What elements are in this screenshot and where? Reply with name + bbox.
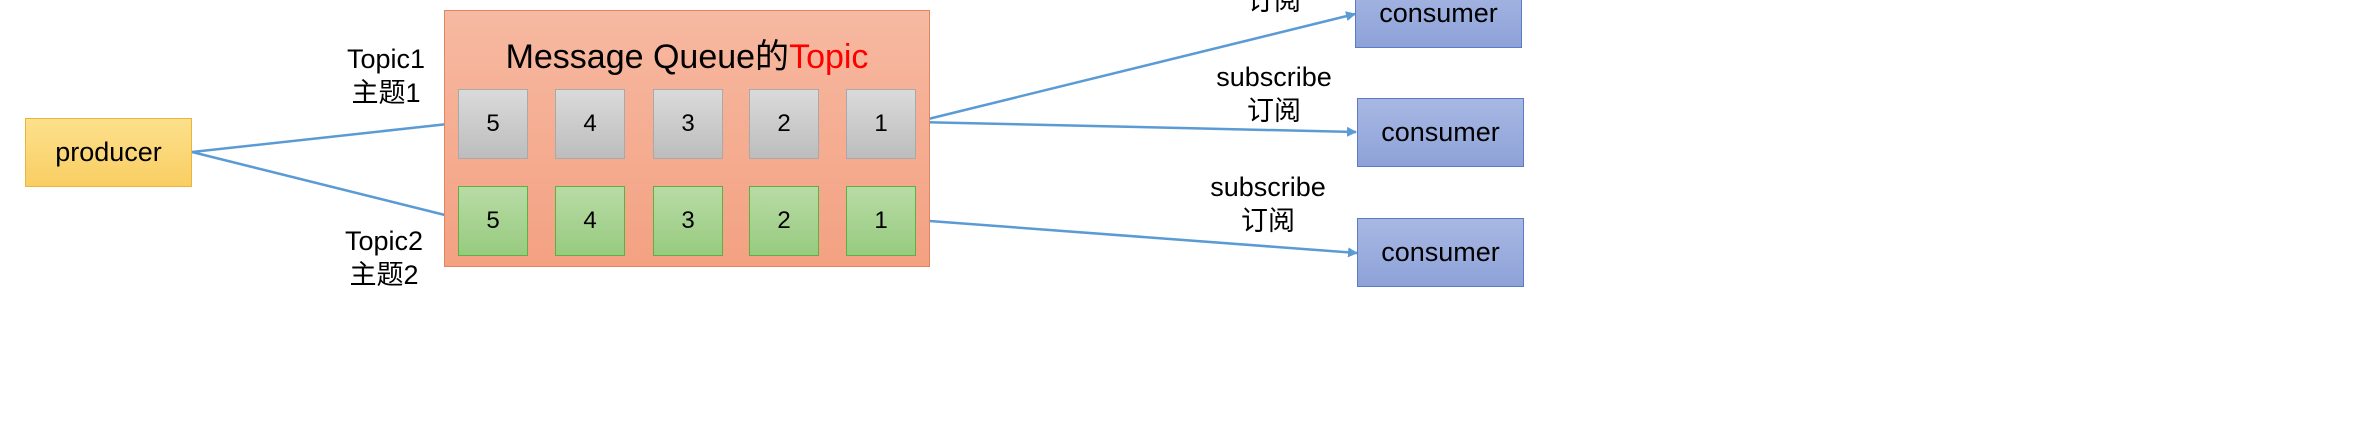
message-queue-diagram: producer Message Queue的Topic 5 4 3 2 1 5… (0, 0, 1560, 296)
message-queue-container: Message Queue的Topic 5 4 3 2 1 5 4 3 2 1 (444, 10, 930, 267)
topic1-name: Topic1 (346, 44, 426, 74)
edge-producer-topic2 (191, 150, 458, 221)
subscribe-label-3: subscribe 订阅 (1198, 170, 1338, 238)
consumer-2-label: consumer (1381, 117, 1500, 147)
edge-topic1-consumer-2 (915, 120, 1357, 137)
queue-title-accent: Topic (789, 38, 869, 76)
producer-node: producer (25, 118, 192, 187)
queue-title: Message Queue的Topic (445, 29, 929, 78)
topic1-message-cell: 4 (555, 89, 625, 159)
subscribe-label-3-text: subscribe (1210, 172, 1326, 202)
topic1-message-cell: 3 (653, 89, 723, 159)
edge-topic2-consumer-3 (915, 218, 1358, 258)
topic2-message-cell: 3 (653, 186, 723, 256)
topic2-message-cell: 2 (749, 186, 819, 256)
topic1-message-cell: 5 (458, 89, 528, 159)
topic1-name-cn: 主题1 (351, 78, 421, 108)
subscribe-label-2: subscribe 订阅 (1204, 60, 1344, 128)
topic2-message-cell: 1 (846, 186, 916, 256)
consumer-node-1: consumer (1355, 0, 1522, 48)
producer-label: producer (55, 137, 162, 167)
topic1-message-cell: 1 (846, 89, 916, 159)
consumer-node-2: consumer (1357, 98, 1524, 167)
subscribe-label-2-text: subscribe (1216, 62, 1332, 92)
consumer-3-label: consumer (1381, 237, 1500, 267)
topic2-name-cn: 主题2 (349, 260, 419, 290)
topic2-label: Topic2 主题2 (332, 224, 436, 292)
topic2-message-cell: 5 (458, 186, 528, 256)
topic2-name: Topic2 (344, 226, 424, 256)
consumer-1-label: consumer (1379, 0, 1498, 28)
diagram-edges (191, 11, 1358, 258)
subscribe-label-3-cn: 订阅 (1241, 206, 1295, 236)
topic1-label: Topic1 主题1 (334, 42, 438, 110)
consumer-node-3: consumer (1357, 218, 1524, 287)
edge-producer-topic1 (191, 119, 458, 154)
topic1-message-cell: 2 (749, 89, 819, 159)
queue-title-main: Message Queue的 (505, 38, 790, 76)
topic2-message-cell: 4 (555, 186, 625, 256)
subscribe-label-1: 订阅 (1214, 0, 1334, 18)
subscribe-label-2-cn: 订阅 (1247, 96, 1301, 126)
edge-topic1-consumer-1 (915, 11, 1356, 124)
subscribe-label-1-cn: 订阅 (1247, 0, 1301, 16)
